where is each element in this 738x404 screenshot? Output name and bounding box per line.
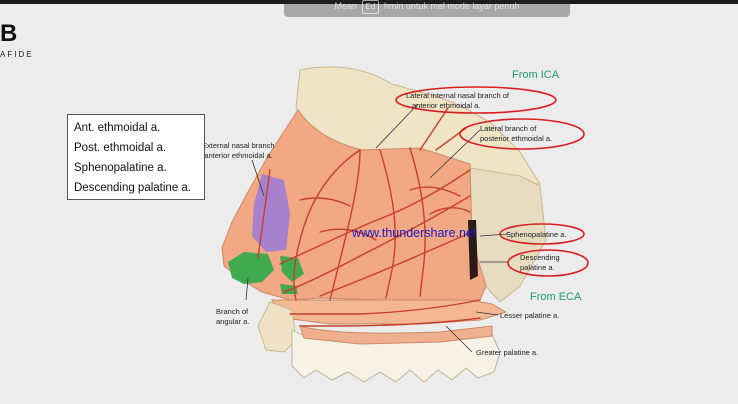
leader-lines: [245, 103, 509, 353]
label-sphenopalatine: Sphenopalatine a.: [506, 230, 566, 239]
oral-mucosa: [299, 325, 493, 345]
angular-branch-region-2: [280, 256, 304, 282]
fullscreen-hint: Mean Ed hmin untuk mel mode layar penuh: [284, 0, 570, 17]
hint-text-right: hmin untuk mel mode layar penuh: [383, 1, 520, 11]
label-greater-palatine: Greater palatine a.: [476, 348, 538, 357]
artery-list-item: Sphenopalatine a.: [74, 162, 167, 174]
label-angular-1: Branch of: [216, 307, 249, 316]
label-lateral-internal-1: Lateral internal nasal branch of: [406, 91, 510, 100]
label-descending-1: Descending: [520, 253, 560, 262]
highlight-ellipses: [395, 86, 589, 277]
brand-logo-text: AFIDE: [0, 50, 34, 59]
hint-key: Ed: [361, 0, 380, 14]
label-angular-2: angular a.: [216, 317, 249, 326]
upper-lip: [257, 301, 297, 353]
label-lesser-palatine: Lesser palatine a.: [500, 311, 559, 320]
highlight-descending-palatine: [507, 249, 589, 277]
highlight-lateral-posterior: [459, 118, 585, 150]
artery-list-box: Ant. ethmoidal a. Post. ethmoidal a. Sph…: [67, 114, 205, 200]
highlight-sphenopalatine: [499, 223, 585, 245]
artery-list-item: Ant. ethmoidal a.: [74, 122, 161, 134]
artery-network: [257, 107, 481, 327]
hint-text-left: Mean: [334, 1, 358, 11]
header-from-eca: From ECA: [530, 291, 582, 303]
watermark: www.thundershare.net: [351, 226, 477, 240]
label-lateral-internal-2: anterior ethmoidal a.: [412, 101, 480, 110]
artery-list-item: Descending palatine a.: [74, 182, 191, 194]
brand-logo: B: [0, 20, 18, 47]
descending-palatine-vessel: [468, 220, 478, 280]
label-descending-2: palatine a.: [520, 263, 555, 272]
angular-branch-region: [228, 252, 274, 284]
top-bar: [0, 0, 738, 4]
header-from-ica: From ICA: [512, 69, 560, 81]
label-external-nasal-2: of anterior ethmoidal a.: [196, 151, 273, 160]
label-lateral-posterior-2: posterior ethmoidal a.: [480, 134, 552, 143]
label-external-nasal-1: External nasal branch: [202, 141, 275, 150]
artery-list-item: Post. ethmoidal a.: [74, 142, 167, 154]
highlight-lateral-internal: [395, 86, 557, 114]
label-lateral-posterior-1: Lateral branch of: [480, 124, 537, 133]
